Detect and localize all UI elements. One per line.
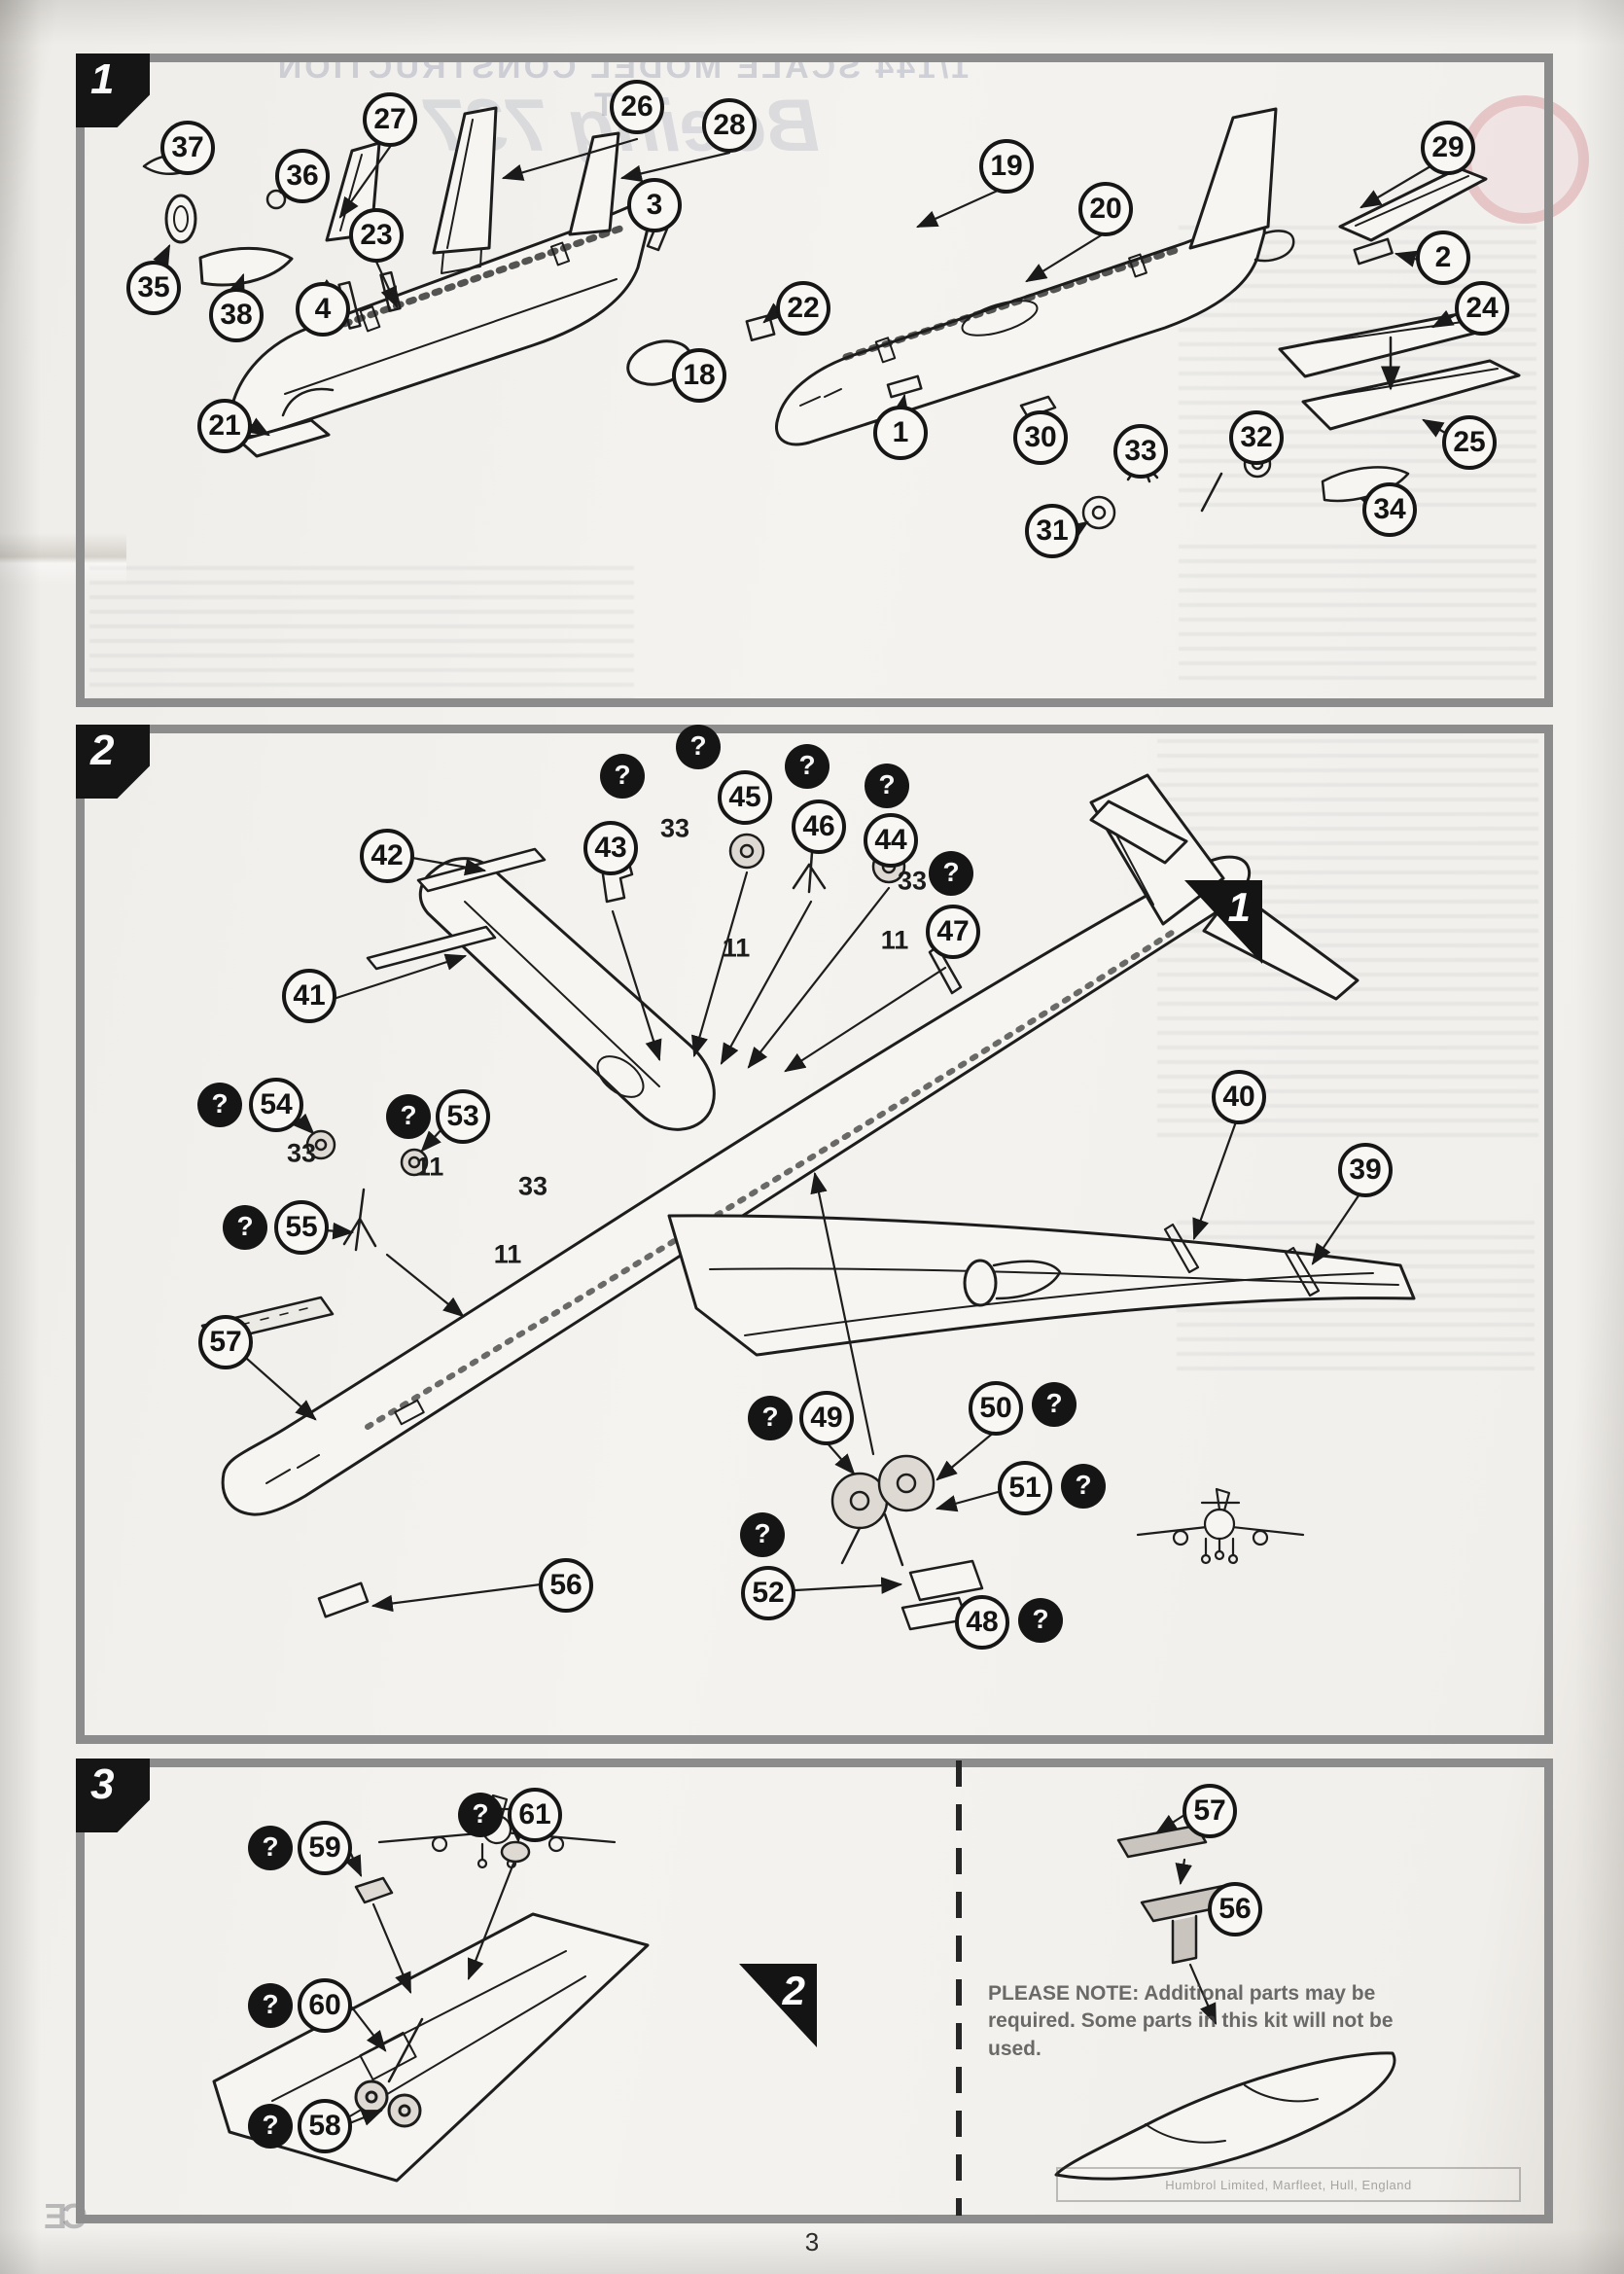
dashed-divider: [956, 1760, 962, 2216]
step2-panel: 2: [76, 725, 1553, 1744]
step1-panel: 1: [76, 53, 1553, 707]
step3-panel: 3: [76, 1759, 1553, 2223]
imprint-text: Humbrol Limited, Marfleet, Hull, England: [1165, 2177, 1412, 2192]
step2-corner-tab: 2: [76, 725, 150, 799]
fold-crease: [0, 533, 126, 586]
page-number: 3: [804, 2227, 820, 2256]
imprint-box: Humbrol Limited, Marfleet, Hull, England: [1056, 2167, 1521, 2202]
step1-corner-tab: 1: [76, 53, 150, 127]
step3-corner-tab: 3: [76, 1759, 150, 1832]
please-note-text: PLEASE NOTE: Additional parts may be req…: [988, 1982, 1394, 2060]
